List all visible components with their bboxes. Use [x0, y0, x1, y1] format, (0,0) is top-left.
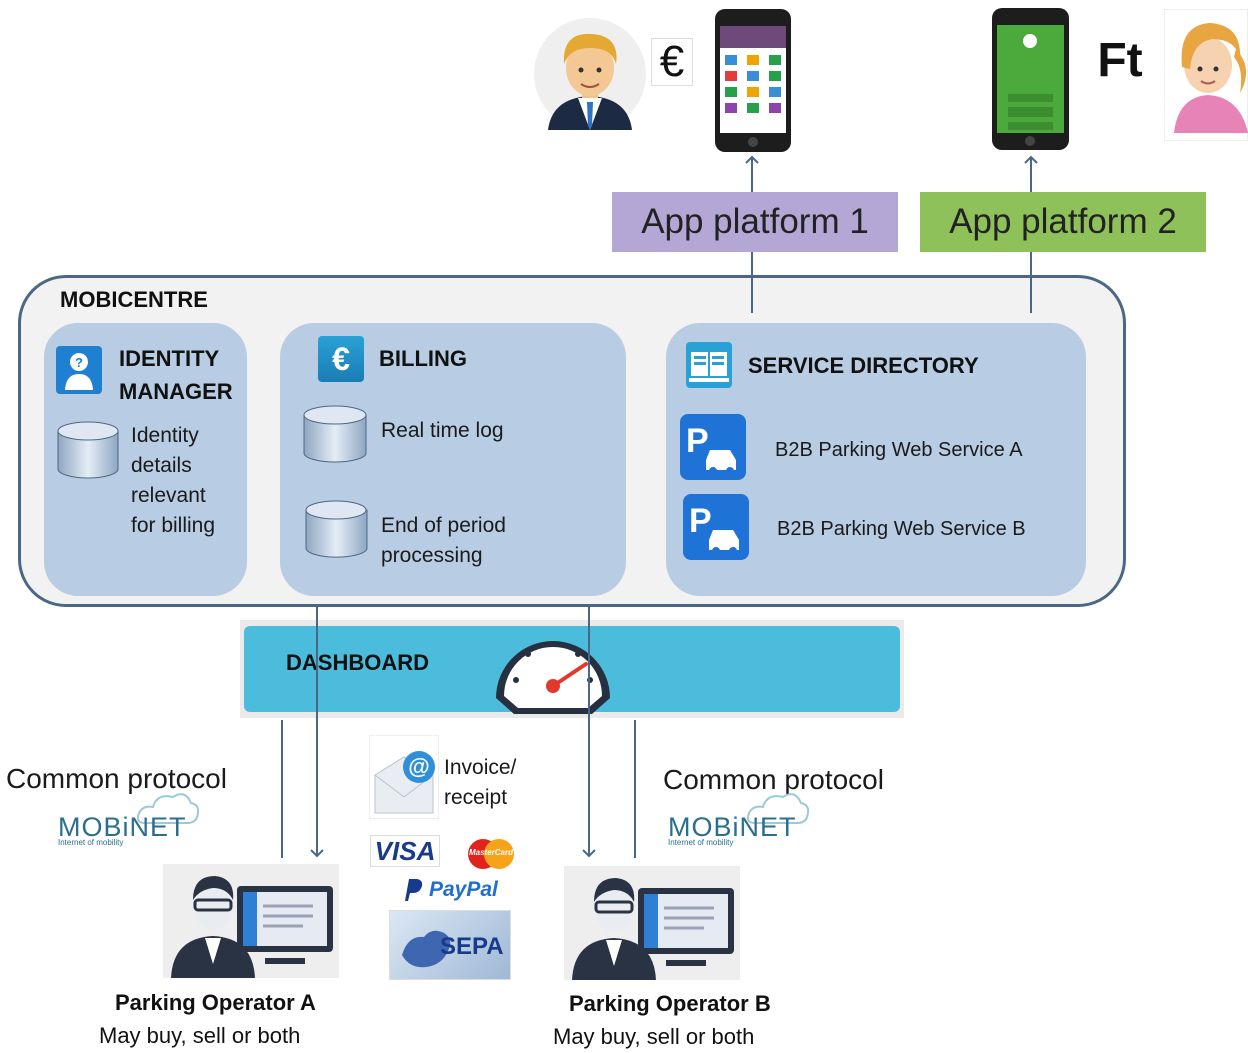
app-platform-1: App platform 1 — [612, 192, 898, 252]
svg-text:?: ? — [75, 355, 83, 370]
identity-text-line2: details — [131, 454, 192, 477]
svg-text:P: P — [686, 422, 709, 460]
mastercard-logo-icon — [468, 839, 514, 869]
sepa-label: SEPA — [440, 933, 504, 960]
identity-text-line3: relevant — [131, 484, 206, 507]
parking-car-icon: P — [680, 414, 746, 480]
mastercard-label: MasterCard — [468, 848, 513, 857]
operator-b-name: Parking Operator B — [569, 991, 771, 1016]
identity-manager-title-line2: MANAGER — [119, 379, 233, 404]
identity-text-line4: for billing — [131, 514, 216, 537]
smartphone-app2-icon — [992, 8, 1069, 150]
parking-service-b-label: B2B Parking Web Service B — [777, 518, 1026, 540]
realtime-log-database-icon — [303, 405, 367, 463]
euro-currency-symbol: € — [651, 38, 693, 86]
paypal-p-icon — [405, 879, 423, 901]
common-protocol-right: Common protocol — [663, 764, 884, 795]
female-user-avatar-icon — [1164, 9, 1248, 141]
app-platform-2: App platform 2 — [920, 192, 1206, 252]
operator-a-desc: May buy, sell or both — [99, 1023, 301, 1048]
cloud-icon — [136, 793, 200, 824]
speedometer-gauge-icon — [496, 641, 610, 714]
operator-b-desc: May buy, sell or both — [553, 1024, 755, 1049]
identity-text-line1: Identity — [131, 424, 199, 447]
operator-a-computer-icon — [163, 864, 339, 978]
paypal-logo: PayPal — [429, 878, 498, 901]
invoice-label-line1: Invoice/ — [444, 756, 517, 779]
cloud-icon — [746, 793, 810, 824]
operator-b-computer-icon — [564, 866, 740, 980]
parking-car-icon: P — [683, 494, 749, 560]
period-processing-line1: End of period — [381, 514, 506, 537]
directory-book-icon — [686, 342, 732, 388]
period-processing-line2: processing — [381, 544, 483, 567]
billing-title: BILLING — [379, 346, 467, 371]
parking-service-a-label: B2B Parking Web Service A — [775, 439, 1023, 461]
euro-icon: € — [318, 336, 364, 382]
mobinet-logo-right: MOBiNET — [668, 812, 797, 842]
dashboard-title: DASHBOARD — [286, 650, 429, 675]
mobinet-sub-left: Internet of mobility — [58, 838, 124, 847]
service-directory-title: SERVICE DIRECTORY — [748, 353, 979, 378]
mobinet-logo-left: MOBiNET — [58, 812, 187, 842]
email-envelope-icon: @ — [369, 735, 439, 819]
operator-a-name: Parking Operator A — [115, 990, 316, 1015]
europe-map-icon — [402, 930, 451, 968]
app-platform-2-label: App platform 2 — [949, 202, 1177, 241]
svg-text:P: P — [689, 502, 712, 540]
identity-badge-icon: ? — [56, 346, 102, 394]
smartphone-app1-icon — [715, 9, 791, 152]
male-user-avatar-icon — [534, 18, 646, 130]
mobicentre-title: MOBICENTRE — [60, 287, 208, 312]
common-protocol-left: Common protocol — [6, 763, 227, 794]
realtime-log-label: Real time log — [381, 419, 504, 442]
sepa-logo: SEPA — [389, 910, 511, 980]
forint-currency-symbol: Ft — [1097, 34, 1143, 87]
invoice-label-line2: receipt — [444, 786, 508, 809]
visa-logo: VISA — [370, 835, 440, 867]
identity-manager-title-line1: IDENTITY — [119, 346, 220, 371]
app-platform-1-label: App platform 1 — [641, 202, 869, 241]
svg-text:@: @ — [408, 754, 429, 779]
period-processing-database-icon — [305, 500, 368, 558]
identity-database-icon — [57, 421, 119, 479]
mobinet-sub-right: Internet of mobility — [668, 838, 734, 847]
euro-icon-glyph: € — [332, 341, 350, 377]
